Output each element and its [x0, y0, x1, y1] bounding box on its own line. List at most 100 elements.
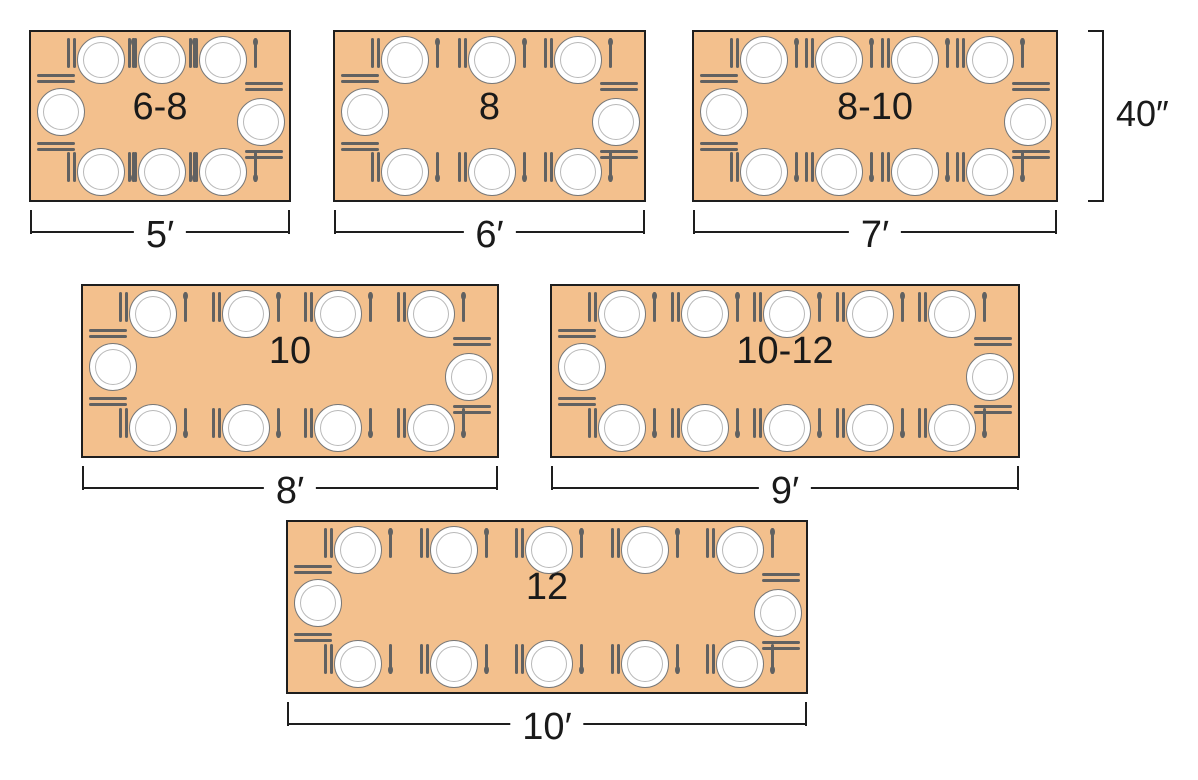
knife-icon	[463, 38, 467, 68]
knife-icon	[403, 292, 406, 322]
knife-icon	[558, 403, 596, 406]
knife-icon	[736, 152, 739, 182]
spoon-icon	[461, 430, 466, 438]
length-dimension: 8′	[82, 466, 498, 510]
knife-icon	[377, 152, 380, 182]
knife-icon	[341, 148, 379, 151]
plate-icon	[554, 36, 602, 84]
plate-icon	[314, 290, 363, 338]
spoon-icon	[608, 174, 613, 182]
plate-icon	[716, 526, 764, 574]
plate-icon	[334, 526, 382, 574]
table-10ft: 12 10′	[286, 520, 808, 754]
spoon-icon	[192, 38, 197, 46]
knife-icon	[712, 528, 715, 558]
knife-icon	[89, 403, 127, 406]
knife-icon	[37, 80, 75, 83]
knife-icon	[841, 408, 845, 438]
fork-icon	[371, 38, 374, 68]
spoon-icon	[944, 38, 950, 46]
spoon-icon	[462, 408, 465, 438]
spoon-icon	[675, 644, 679, 674]
spoon-icon	[771, 528, 774, 558]
knife-icon	[712, 644, 715, 674]
plate-icon	[928, 404, 976, 452]
fork-icon	[515, 644, 518, 674]
plate-icon	[598, 404, 646, 452]
spoon-icon	[734, 292, 740, 300]
fork-icon	[880, 152, 884, 182]
fork-icon	[880, 38, 884, 68]
spoon-icon	[193, 38, 196, 68]
plate-icon	[77, 148, 125, 196]
spoon-icon	[609, 152, 612, 182]
knife-icon	[550, 152, 553, 182]
plate-icon	[314, 404, 363, 452]
fork-icon	[610, 644, 614, 674]
knife-icon	[1012, 156, 1050, 159]
spoon-icon	[388, 666, 393, 674]
table-7ft: 8-10 7′	[692, 30, 1058, 262]
plate-icon	[680, 290, 729, 338]
width-label: 40″	[1116, 93, 1169, 134]
knife-icon	[294, 639, 332, 642]
fork-icon	[835, 292, 839, 322]
plate-icon	[890, 148, 939, 196]
length-dimension: 6′	[334, 210, 645, 254]
plate-icon	[429, 526, 478, 574]
fork-icon	[762, 573, 800, 576]
spoon-icon	[193, 152, 196, 182]
fork-icon	[341, 142, 379, 145]
knife-icon	[134, 38, 137, 68]
spoon-icon	[794, 174, 799, 182]
knife-icon	[811, 152, 815, 182]
fork-icon	[419, 644, 423, 674]
knife-icon	[125, 292, 128, 322]
fork-icon	[1012, 150, 1050, 153]
knife-icon	[759, 408, 762, 438]
spoon-icon	[484, 528, 488, 558]
fork-icon	[397, 292, 400, 322]
knife-icon	[310, 292, 314, 322]
fork-icon	[371, 152, 374, 182]
spoon-icon	[899, 292, 905, 300]
fork-icon	[588, 292, 591, 322]
fork-icon	[453, 337, 491, 340]
fork-icon	[211, 408, 215, 438]
knife-icon	[550, 38, 553, 68]
fork-icon	[37, 74, 75, 77]
spoon-icon	[369, 408, 373, 438]
spoon-icon	[183, 430, 188, 438]
spoon-icon	[275, 292, 281, 300]
plate-icon	[740, 148, 788, 196]
fork-icon	[600, 150, 638, 153]
knife-icon	[759, 292, 762, 322]
seating-capacity: 6-8	[132, 86, 188, 128]
plate-icon	[334, 640, 382, 688]
knife-icon	[962, 38, 965, 68]
plate-icon	[620, 526, 669, 574]
spoon-icon	[132, 38, 135, 68]
fork-icon	[918, 408, 921, 438]
spoon-icon	[483, 528, 489, 536]
spoon-icon	[275, 430, 281, 438]
knife-icon	[463, 152, 467, 182]
fork-icon	[189, 152, 192, 182]
table-top: 12	[286, 520, 808, 694]
knife-icon	[700, 148, 738, 151]
table-top: 10	[81, 284, 499, 458]
fork-icon	[304, 408, 308, 438]
table-5ft: 6-8 5′	[29, 30, 291, 262]
plate-icon	[37, 88, 85, 136]
knife-icon	[425, 528, 429, 558]
plate-icon	[716, 640, 764, 688]
spoon-icon	[674, 666, 680, 674]
spoon-icon	[1021, 152, 1024, 182]
plate-icon	[558, 343, 606, 391]
plate-icon	[700, 88, 748, 136]
spoon-icon	[945, 152, 949, 182]
knife-icon	[886, 152, 890, 182]
spoon-icon	[131, 38, 136, 46]
fork-icon	[558, 329, 596, 332]
fork-icon	[700, 142, 738, 145]
